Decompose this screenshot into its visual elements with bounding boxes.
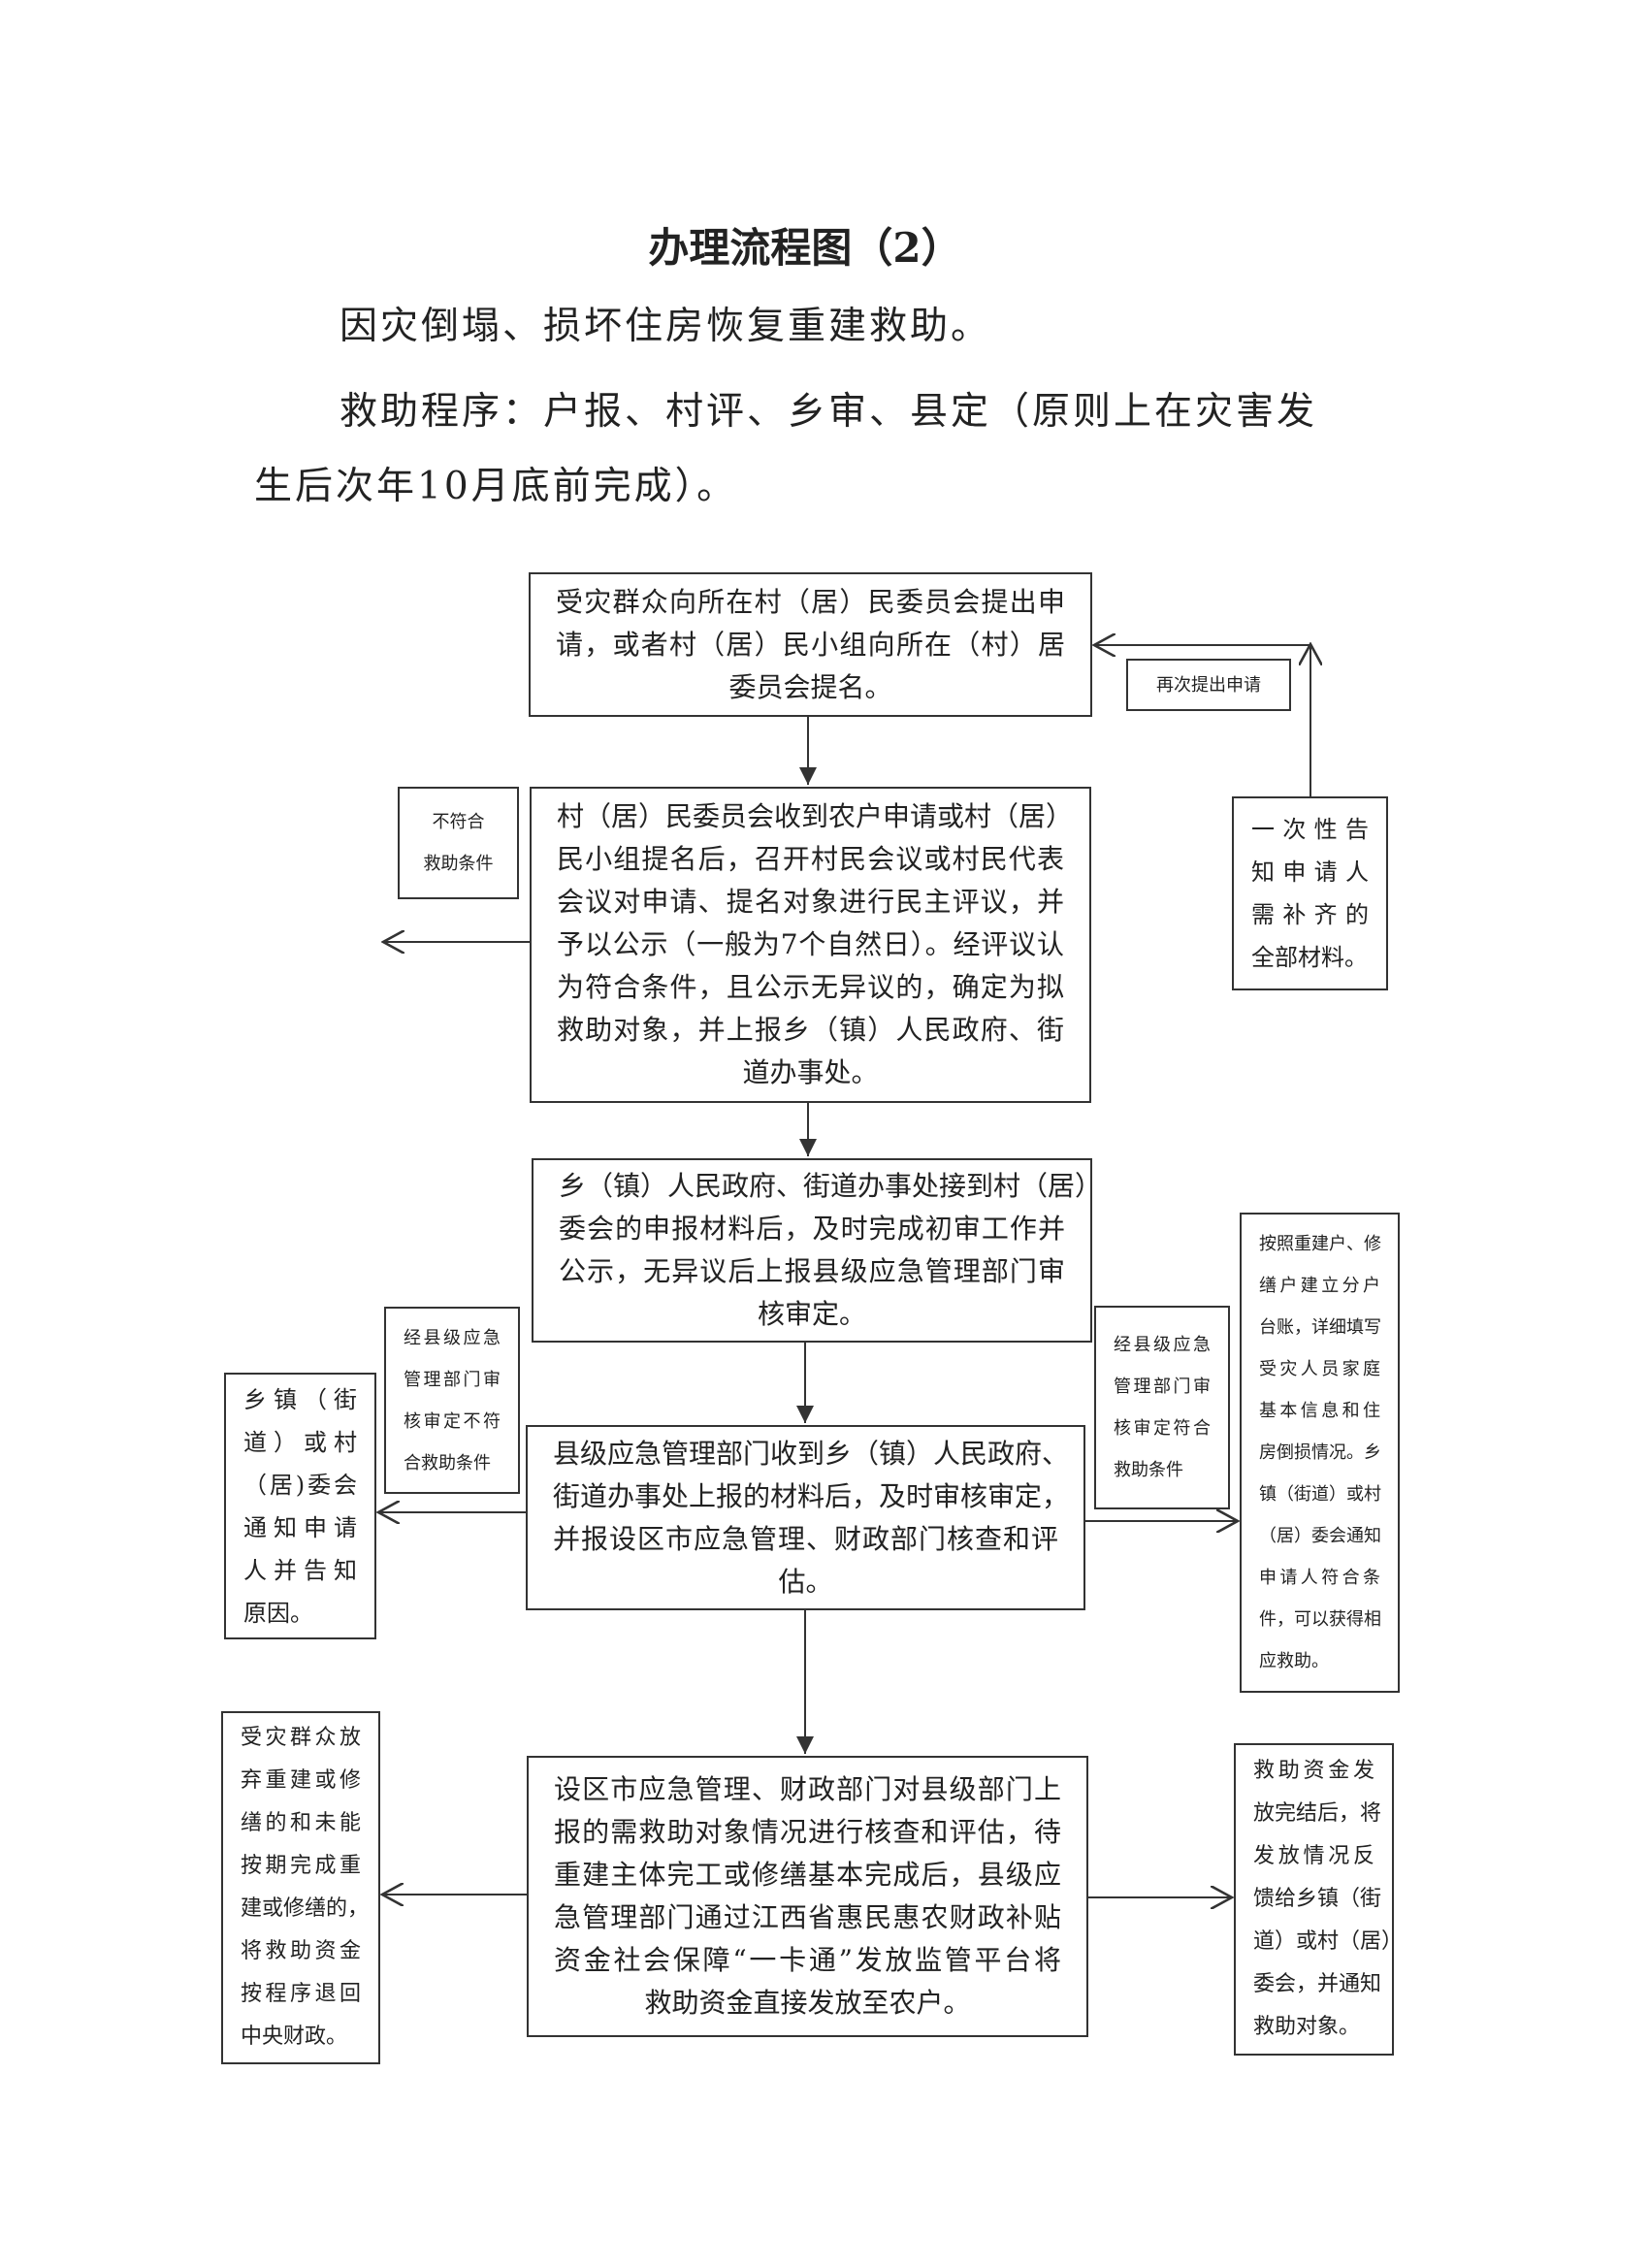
b2-line: 道办事处。 (742, 1056, 879, 1088)
ledger-line: 基本信息和住 (1259, 1401, 1380, 1421)
b2-line: 予以公示（一般为7个自然日）。经评议认 (557, 928, 1064, 960)
feedback-line: 救助对象。 (1253, 2015, 1361, 2039)
feedback-line: 委会，并通知 (1253, 1972, 1382, 1996)
reapply-line: 再次提出申请 (1156, 674, 1261, 696)
intro-line-2: 救助程序：户报、村评、乡审、县定（原则上在灾害发 (340, 390, 1318, 434)
ledger-line: （居）委会通知 (1259, 1526, 1381, 1546)
b4-line: 并报设区市应急管理、财政部门核查和评 (553, 1522, 1058, 1555)
b5-line: 救助资金直接发放至农户。 (644, 1987, 971, 2019)
b5-line: 报的需救助对象情况进行核查和评估，待 (554, 1816, 1061, 1848)
abandon-line: 按程序退回 (241, 1982, 361, 2006)
notice-line: 一次性告 (1251, 816, 1369, 843)
abandon-refund-box: 受灾群众放弃重建或修缮的和未能按期完成重建或修缮的， 将救助资金按程序退回中央财政… (221, 1711, 380, 2064)
ineligible-line: 不符合 (432, 812, 485, 832)
county-approve-line: 救助条件 (1114, 1460, 1183, 1480)
step-county-review-box: 县级应急管理部门收到乡（镇）人民政府、街道办事处上报的材料后，及时审核审定， 并报… (526, 1425, 1085, 1610)
step-village-review-box: 村（居）民委员会收到农户申请或村（居） 民小组提名后，召开村民会议或村民代表会议对… (530, 787, 1091, 1103)
step-city-verification-box: 设区市应急管理、财政部门对县级部门上报的需救助对象情况进行核查和评估，待重建主体… (527, 1756, 1088, 2037)
notify-reason-line: （居)委会 (243, 1471, 357, 1499)
b4-line: 街道办事处上报的材料后，及时审核审定， (553, 1479, 1070, 1512)
ineligible-box: 不符合救助条件 (398, 787, 519, 899)
b5-line: 急管理部门通过江西省惠民惠农财政补贴 (554, 1901, 1061, 1933)
feedback-box: 救助资金发放完结后，将发放情况反馈给乡镇（街道）或村（居） 委会，并通知救助对象。 (1234, 1743, 1404, 2056)
b4-line: 估。 (778, 1565, 833, 1598)
county-reject-line: 核审定不符 (404, 1410, 501, 1432)
county-reject-line: 管理部门审 (404, 1369, 501, 1390)
step-township-review-box: 乡（镇）人民政府、街道办事处接到村（居） 委会的申报材料后，及时完成初审工作并公示… (532, 1158, 1103, 1343)
b4-line: 县级应急管理部门收到乡（镇）人民政府、 (553, 1437, 1070, 1470)
feedback-line: 发放情况反 (1253, 1844, 1374, 1868)
county-reject-box: 经县级应急管理部门审核审定不符合救助条件 (384, 1307, 520, 1494)
feedback-line: 放完结后，将 (1253, 1801, 1382, 1826)
notice-line: 知申请人 (1251, 859, 1369, 886)
ledger-box: 按照重建户、修缮户建立分户台账，详细填写受灾人员家庭基本信息和住房倒损情况。乡镇… (1240, 1213, 1400, 1693)
b3-line: 公示，无异议后上报县级应急管理部门审 (559, 1255, 1065, 1287)
ineligible-line: 救助条件 (423, 854, 494, 874)
ledger-line: 申请人符合条 (1259, 1568, 1380, 1588)
abandon-line: 将救助资金 (241, 1939, 361, 1963)
feedback-line: 道）或村（居） (1253, 1929, 1404, 1954)
county-reject-line: 经县级应急 (404, 1327, 501, 1348)
ledger-line: 件，可以获得相 (1259, 1609, 1381, 1630)
ledger-line: 缮户建立分户 (1259, 1276, 1380, 1296)
b5-line: 重建主体完工或修缮基本完成后，县级应 (554, 1859, 1061, 1891)
b5-line: 设区市应急管理、财政部门对县级部门上 (554, 1773, 1061, 1805)
county-approve-line: 管理部门审 (1114, 1377, 1211, 1397)
notify-reason-line: 通知申请 (243, 1513, 357, 1541)
county-approve-box: 经县级应急管理部门审核审定符合救助条件 (1094, 1306, 1230, 1509)
feedback-line: 馈给乡镇（街 (1253, 1887, 1382, 1911)
abandon-line: 缮的和未能 (241, 1811, 361, 1835)
b2-line: 民小组提名后，召开村民会议或村民代表 (557, 843, 1064, 875)
abandon-line: 受灾群众放 (241, 1726, 361, 1750)
b2-line: 救助对象，并上报乡（镇）人民政府、街 (557, 1014, 1064, 1046)
b1-line: 委员会提名。 (728, 670, 892, 703)
ledger-line: 镇（街道）或村 (1259, 1484, 1381, 1505)
b5-line: 资金社会保障“一卡通”发放监管平台将 (554, 1944, 1061, 1976)
intro-line-3: 生后次年10月底前完成）。 (254, 465, 738, 508)
b3-line: 乡（镇）人民政府、街道办事处接到村（居） (559, 1170, 1103, 1202)
abandon-line: 弃重建或修 (241, 1768, 361, 1793)
notice-line: 全部材料。 (1251, 944, 1368, 971)
ledger-line: 受灾人员家庭 (1259, 1359, 1380, 1379)
b3-line: 委会的申报材料后，及时完成初审工作并 (559, 1213, 1065, 1245)
b1-line: 请，或者村（居）民小组向所在（村）居 (556, 628, 1065, 661)
ledger-line: 房倒损情况。乡 (1259, 1442, 1381, 1463)
intro-line-1: 因灾倒塌、损坏住房恢复重建救助。 (340, 305, 992, 348)
b2-line: 会议对申请、提名对象进行民主评议，并 (557, 886, 1064, 918)
b1-line: 受灾群众向所在村（居）民委员会提出申 (556, 585, 1065, 618)
county-approve-line: 核审定符合 (1114, 1418, 1211, 1439)
b2-line: 村（居）民委员会收到农户申请或村（居） (557, 800, 1074, 832)
page-title: 办理流程图（2） (648, 224, 962, 272)
notice-materials-box: 一次性告知申请人需补齐的全部材料。 (1232, 796, 1388, 990)
ledger-line: 按照重建户、修 (1259, 1234, 1381, 1254)
county-reject-line: 合救助条件 (404, 1452, 491, 1474)
abandon-line: 按期完成重 (241, 1854, 361, 1878)
notify-reason-line: 原因。 (243, 1599, 313, 1627)
feedback-line: 救助资金发 (1253, 1759, 1374, 1783)
county-approve-line: 经县级应急 (1114, 1335, 1211, 1355)
ledger-line: 台账，详细填写 (1259, 1317, 1381, 1338)
notify-reason-box: 乡镇（街道）或村 （居)委会通知申请人并告知原因。 (224, 1373, 376, 1639)
notify-reason-line: 道）或村 (243, 1428, 357, 1456)
reapply-label-box: 再次提出申请 (1126, 659, 1291, 711)
abandon-line: 中央财政。 (241, 2025, 348, 2049)
notify-reason-line: 人并告知 (243, 1556, 357, 1584)
step-application-box: 受灾群众向所在村（居）民委员会提出申请，或者村（居）民小组向所在（村）居委员会提… (529, 572, 1092, 717)
notice-line: 需补齐的 (1251, 901, 1369, 928)
ledger-line: 应救助。 (1259, 1651, 1329, 1671)
b3-line: 核审定。 (757, 1298, 866, 1330)
abandon-line: 建或修缮的， (241, 1896, 370, 1921)
notify-reason-line: 乡镇（街 (243, 1385, 357, 1413)
b2-line: 为符合条件，且公示无异议的，确定为拟 (557, 971, 1064, 1003)
